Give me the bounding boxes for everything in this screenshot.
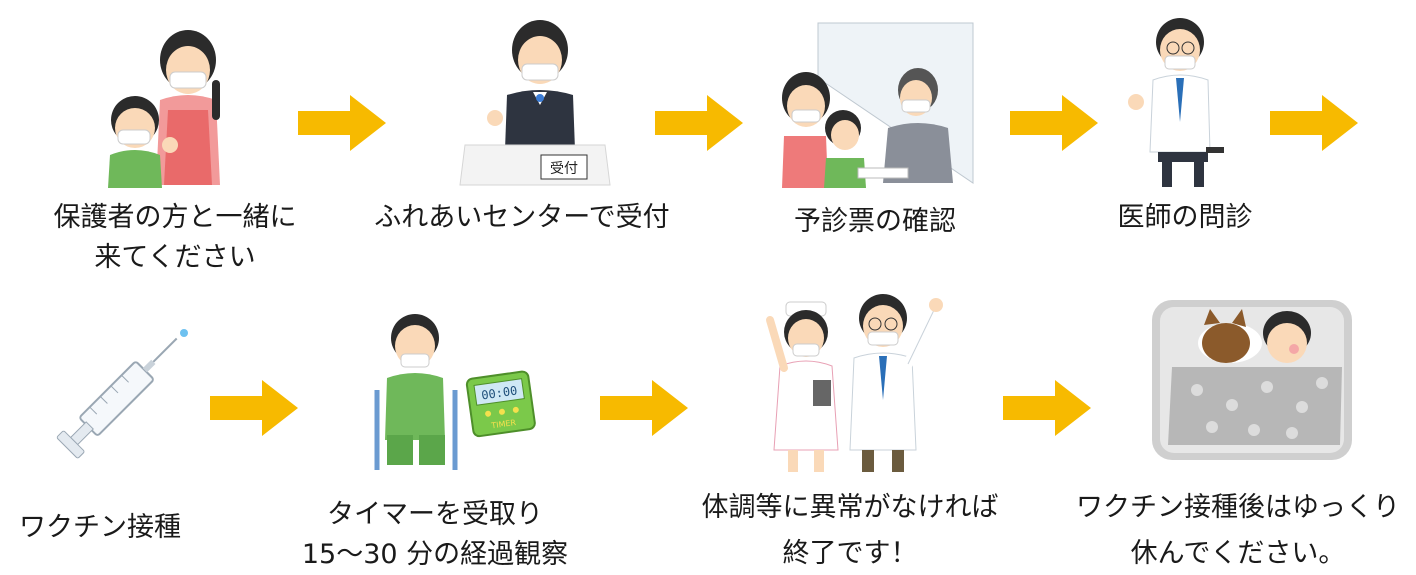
flow-arrow (1003, 380, 1091, 436)
doctor-interview-icon (1128, 18, 1224, 187)
step-caption: ワクチン接種後はゆっくり 休んでください。 (1062, 488, 1414, 574)
step-caption: 保護者の方と一緒に 来てください (25, 198, 325, 278)
resting-in-bed-icon (1152, 300, 1352, 460)
flow-arrow (655, 95, 743, 151)
flow-arrow (1270, 95, 1358, 151)
questionnaire-check-icon (782, 22, 974, 188)
step-caption: ふれあいセンターで受付 (362, 198, 682, 238)
desk-sign-text: 受付 (550, 161, 578, 177)
flow-arrow (1010, 95, 1098, 151)
caption-line: 15～30 分の経過観察 (301, 539, 569, 570)
caption-line: 休んでください。 (1130, 538, 1346, 569)
step-caption: 体調等に異常がなければ 終了です！ (680, 488, 1020, 574)
step-caption: ワクチン接種 (0, 508, 200, 548)
caption-line: 体調等に異常がなければ (701, 492, 999, 523)
caption-line: ワクチン接種 (19, 512, 181, 543)
caption-line: 予診票の確認 (794, 206, 956, 237)
step-caption: 医師の問診 (1090, 198, 1280, 238)
flow-arrow (210, 380, 298, 436)
flow-arrow (298, 95, 386, 151)
timer-display: 00:00 (480, 384, 518, 403)
caption-line: 終了です！ (782, 538, 918, 569)
caption-line: ワクチン接種後はゆっくり (1076, 492, 1400, 523)
caption-line: ふれあいセンターで受付 (374, 202, 670, 233)
caption-line: 保護者の方と一緒に (53, 202, 297, 233)
step-caption: 予診票の確認 (770, 202, 980, 242)
syringe-icon (56, 329, 188, 459)
nurse-and-doctor-icon (766, 294, 943, 472)
caption-line: 医師の問診 (1117, 202, 1253, 233)
step-caption: タイマーを受取り 15～30 分の経過観察 (285, 495, 585, 575)
timer-label: TIMER (490, 418, 517, 431)
caption-line: タイマーを受取り (327, 499, 543, 530)
caption-line: 来てください (94, 242, 256, 273)
reception-desk-icon: 受付 (459, 20, 611, 186)
timer-observation-icon: 00:00 TIMER (374, 314, 536, 470)
flow-arrow (600, 380, 688, 436)
parent-and-child-icon (108, 30, 220, 188)
